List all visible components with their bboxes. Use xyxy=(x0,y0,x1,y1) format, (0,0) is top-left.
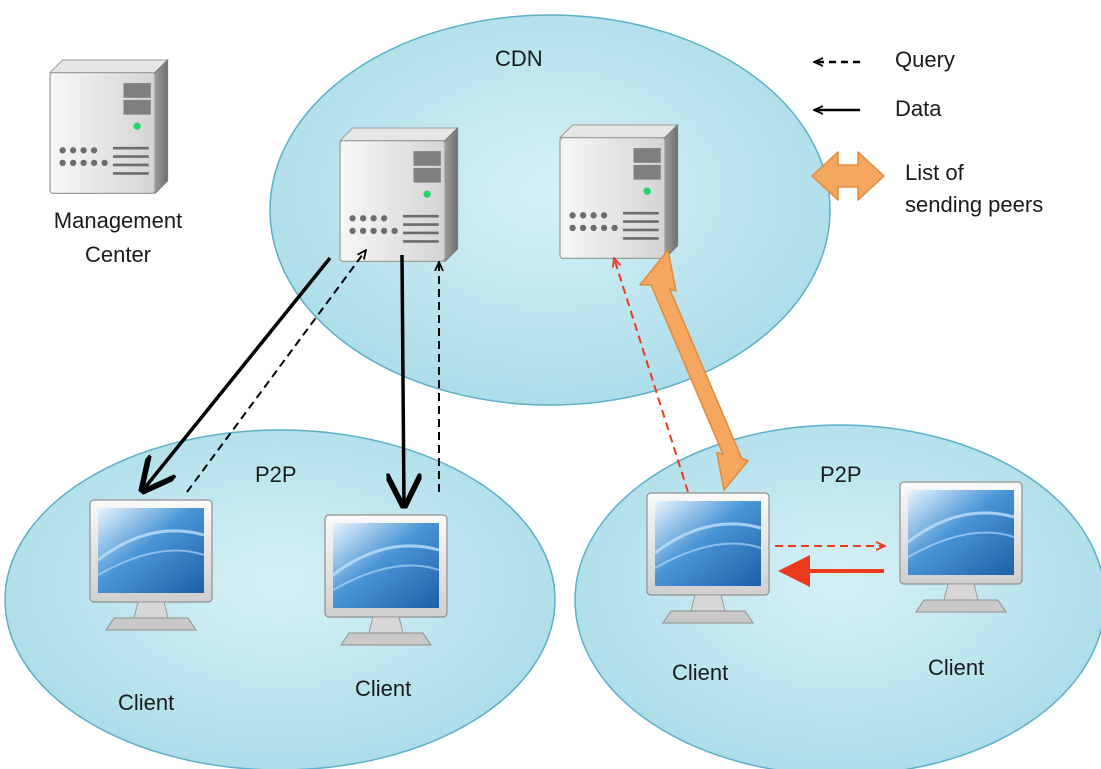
client-label-1: Client xyxy=(118,690,175,715)
legend-list-arrow xyxy=(811,151,885,201)
query-arrow-client-1-to-server xyxy=(186,250,366,493)
p2p-left-label: P2P xyxy=(255,462,297,487)
client-label-2: Client xyxy=(355,676,412,701)
legend-list-label: List of sending peers xyxy=(905,160,1043,219)
legend-data-label: Data xyxy=(895,96,942,121)
cdn-cloud xyxy=(269,14,831,406)
management-line-1: Management xyxy=(53,208,183,233)
server-icon-management xyxy=(48,58,169,195)
client-label-4: Client xyxy=(928,655,985,680)
legend-list-line-2: sending peers xyxy=(905,192,1044,218)
query-arrow-client-3-to-cdn xyxy=(614,258,689,493)
data-arrow-server-to-client-2 xyxy=(402,254,404,505)
list-of-sending-peers-arrow xyxy=(639,249,749,491)
legend-list-line-1: List of xyxy=(905,160,964,185)
p2p-right-label: P2P xyxy=(820,462,862,487)
management-line-2: Center xyxy=(84,242,152,268)
server-icon-cdn-right xyxy=(558,123,679,260)
cdn-label: CDN xyxy=(495,46,543,71)
data-arrow-server-to-client-1 xyxy=(143,256,332,490)
server-icon-cdn-left xyxy=(338,126,459,263)
management-center-label: Management Center xyxy=(28,208,208,269)
legend-query-label: Query xyxy=(895,47,955,72)
client-label-3: Client xyxy=(672,660,729,685)
